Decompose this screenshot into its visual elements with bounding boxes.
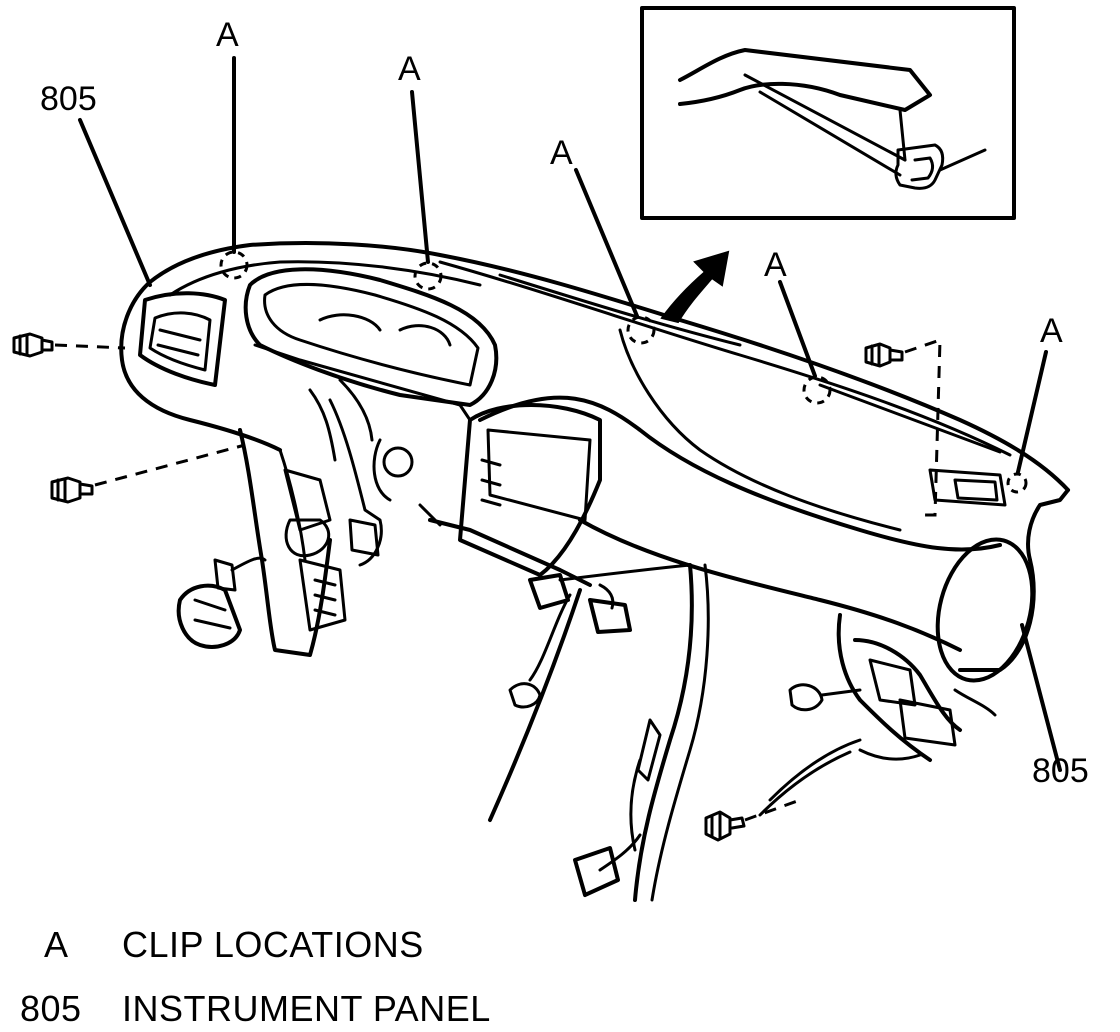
callout-panel: 805 xyxy=(40,80,97,118)
clip-marker xyxy=(413,261,443,291)
leader-lines xyxy=(78,56,1062,772)
callout-clip: A xyxy=(550,134,573,172)
callout-clip: A xyxy=(398,50,421,88)
screw-icon xyxy=(704,810,746,842)
callout-clip: A xyxy=(216,16,239,54)
clip-marker xyxy=(219,250,249,280)
instrument-panel-outline xyxy=(119,241,1070,683)
fasteners xyxy=(12,332,942,842)
clip-detail-inset xyxy=(640,6,1016,220)
center-wiring-harness xyxy=(488,563,710,902)
legend-key: 805 xyxy=(20,988,82,1029)
screw-icon xyxy=(12,332,54,358)
callout-panel: 805 xyxy=(1032,752,1089,790)
legend-text: INSTRUMENT PANEL xyxy=(122,988,491,1029)
screw-icon xyxy=(864,342,904,368)
callout-clip: A xyxy=(1040,312,1063,350)
clip-marker xyxy=(802,375,832,405)
clip-marker xyxy=(626,315,656,345)
detail-arrow xyxy=(660,250,730,324)
right-wiring-harness xyxy=(758,613,997,817)
clip-marker xyxy=(1006,472,1028,494)
legend-text: CLIP LOCATIONS xyxy=(122,924,424,965)
left-wiring-harness xyxy=(176,378,383,657)
callout-clip: A xyxy=(764,246,787,284)
legend-key: A xyxy=(44,924,69,965)
screw-icon xyxy=(50,476,94,504)
clip-markers xyxy=(219,250,1028,494)
